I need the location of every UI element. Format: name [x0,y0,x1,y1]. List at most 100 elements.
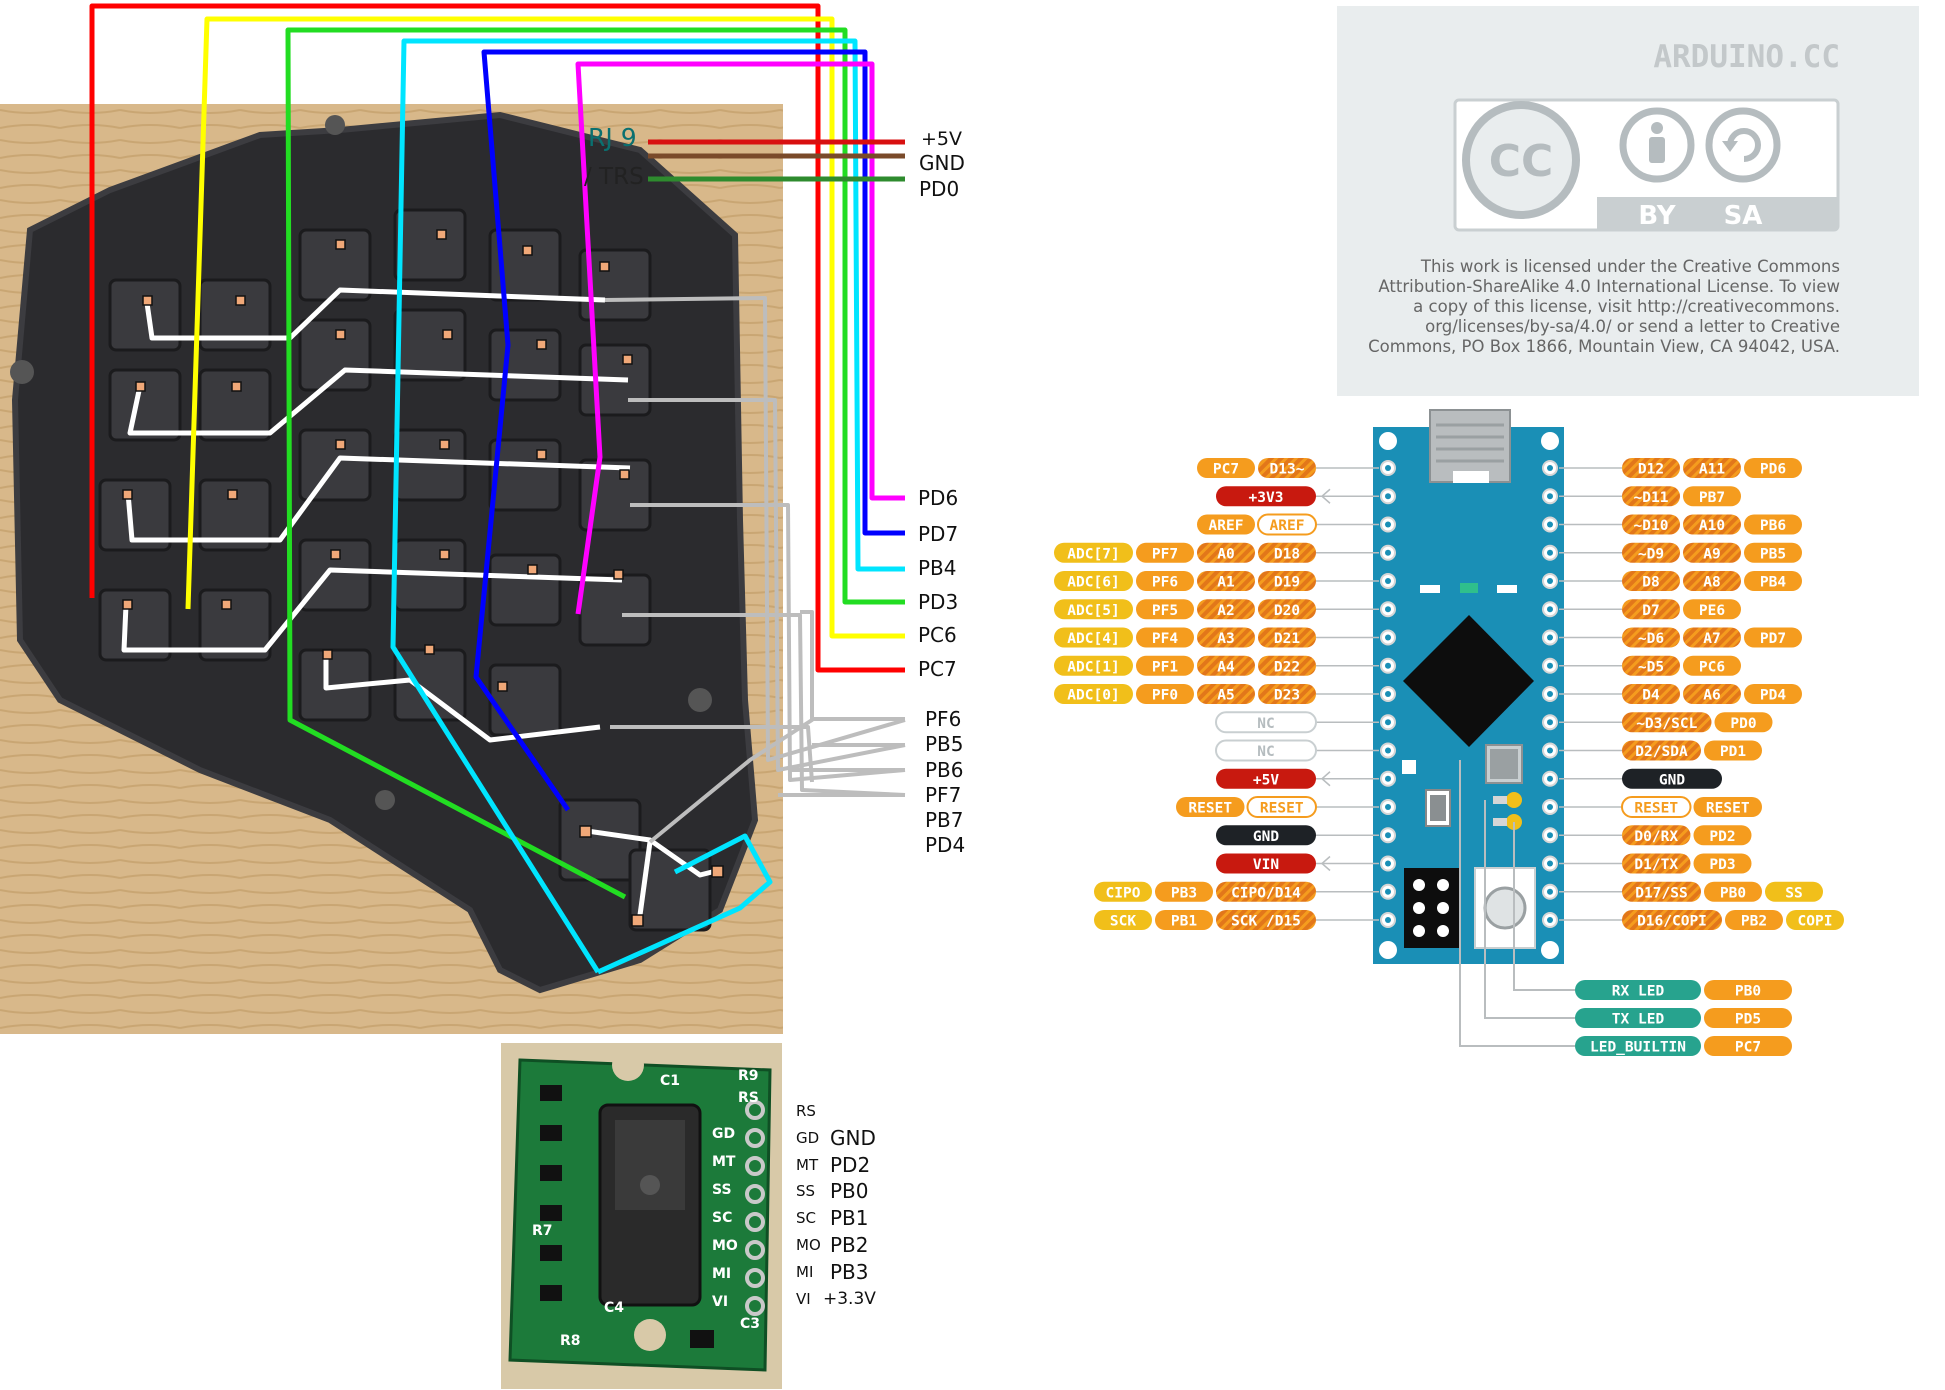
pin-pad-hole [1547,549,1553,556]
pin-tag-bg [1704,740,1762,761]
sensor-pin-mt: MT [796,1156,819,1174]
pin-tag-text: ADC[0] [1067,688,1119,704]
pin-tag-right-9-1-pd0: PD0 [1714,712,1773,733]
pin-tag-text: AREF [1270,518,1305,534]
pin-tag-text: SCK /D15 [1231,914,1301,930]
pin-tag-left-3-1-pf7: PF7 [1136,542,1194,563]
column-label-pb4: PB4 [918,556,957,580]
pin-tag-bg [1136,542,1194,563]
pin-tag-text: VIN [1253,857,1279,873]
pin-tag-text: NC [1257,716,1274,732]
pin-pad-hole [1385,493,1391,500]
pin-tag-text: ~D3/SCL [1636,716,1697,732]
pin-tag-bg [1683,458,1741,478]
led-label: LED_BUILTIN [1590,1040,1686,1056]
pin-tag-text: D7 [1642,603,1659,619]
cc-icon [1462,101,1580,219]
pin-pad-hole [1385,634,1391,641]
pin-pad-hole [1385,662,1391,669]
pin-tag-bg [1258,655,1316,676]
pin-tag-text: PB7 [1699,490,1725,506]
pin-pad-hole [1547,804,1553,810]
pin-tag-left-13-0-gnd: GND [1216,825,1316,846]
pin-tag-text: D17/SS [1635,885,1687,901]
pin-tag-bg [1216,768,1316,789]
pin-pad-hole [1547,493,1553,500]
wire-pc6 [185,16,905,639]
license-line-5: Commons, PO Box 1866, Mountain View, CA … [1368,337,1840,356]
pin-tag-bg [1744,514,1802,535]
pin-pad-hole [1385,549,1391,556]
sensor-pin-sc: SC [796,1209,816,1227]
pin-tag-left-7-1-pf1: PF1 [1136,655,1194,676]
pin-tag-right-15-2-ss: SS [1765,881,1823,902]
pin-tag-right-0-2-pd6: PD6 [1744,458,1802,478]
pin-tag-left-0-0-pc7: PC7 [1197,458,1255,478]
pin-tag-text: SCK [1110,914,1136,930]
pin-arrow-icon [1320,771,1331,787]
pin-tag-text: A7 [1703,631,1720,647]
pin-pad-hole [1385,888,1391,895]
pin-tag-bg [1744,684,1802,704]
pin-tag-right-3-2-pb5: PB5 [1744,542,1802,563]
pin-tag-left-12-1-reset: RESET [1246,796,1317,818]
pin-tag-right-11-0-gnd: GND [1622,768,1722,789]
pin-tag-bg [1622,881,1701,902]
silk-vi: VI [712,1294,728,1310]
silk-gd: GD [712,1126,735,1142]
pin-tag-bg [1725,910,1783,930]
pin-tag-right-16-1-pb2: PB2 [1725,910,1783,930]
pin-tag-text: ADC[1] [1067,659,1119,675]
connector-pin-pd0: PD0 [919,177,959,201]
pin-pad-hole [1385,747,1391,754]
silk-mo: MO [712,1238,738,1254]
pin-tag-bg [1744,542,1802,563]
pin-tag-text: A11 [1699,462,1725,478]
pin-tag-left-3-0-adc-7: ADC[7] [1054,542,1133,563]
pin-tag-bg [1246,796,1317,818]
row-label-pd4: PD4 [925,833,965,857]
pin-tag-bg [1197,542,1255,563]
pin-tag-bg [1155,881,1213,902]
pin-tag-bg [1054,627,1133,648]
pin-tag-right-12-0-reset: RESET [1621,796,1692,818]
pin-tag-left-11-0-5v: +5V [1216,768,1316,789]
silk-r9: R9 [738,1068,759,1084]
license-sa: SA [1724,201,1763,231]
pin-tag-right-3-0-d9: ~D9 [1622,542,1680,563]
sensor-pin-rs: RS [796,1102,816,1120]
pin-tag-text: PE6 [1699,603,1725,619]
row-label-pb5: PB5 [925,732,964,756]
pin-tag-left-5-0-adc-5: ADC[5] [1054,599,1133,620]
pin-tag-bg [1622,712,1712,733]
pin-tag-text: PD6 [1760,462,1786,478]
pin-tag-left-5-2-a2: A2 [1197,599,1255,620]
pin-row-left-14: VIN [1216,853,1379,874]
pin-tag-bg [1054,655,1133,676]
pin-pad-hole [1547,634,1553,641]
pin-tag-text: PC7 [1213,462,1239,478]
cc-icon-text: CC [1489,136,1554,187]
pin-tag-left-15-0-cipo: CIPO [1094,881,1152,902]
pin-pad-hole [1547,662,1553,669]
pin-tag-bg [1216,486,1316,507]
pin-tag-text: PF1 [1152,659,1178,675]
pin-tag-left-15-2-cipo-d14: CIPO/D14 [1216,881,1316,902]
led-tag [1575,1036,1701,1056]
row-label-pf7: PF7 [925,783,961,807]
pin-tag-bg [1704,881,1762,902]
license-brand: ARDUINO.CC [1653,39,1840,75]
pin-tag-text: D23 [1274,688,1300,704]
pin-tag-left-10-0-nc: NC [1215,739,1317,762]
pin-tag-bg [1216,910,1316,930]
pin-tag-text: ~D9 [1638,546,1664,562]
pin-tag-text: CIPO [1106,885,1141,901]
pin-tag-right-15-1-pb0: PB0 [1704,881,1762,902]
